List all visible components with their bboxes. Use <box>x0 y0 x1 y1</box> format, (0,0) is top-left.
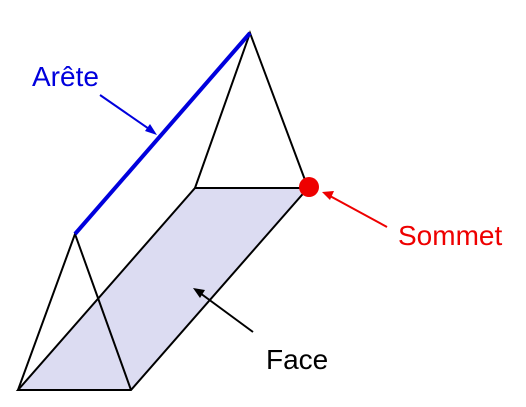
vertex-dot <box>299 177 319 197</box>
back-triangle-edges <box>194 30 309 189</box>
face-label: Face <box>266 344 329 375</box>
face-pointer-line <box>199 292 254 333</box>
vertex-pointer-arrowhead <box>322 191 334 200</box>
vertex-pointer-line <box>329 195 388 228</box>
edge-pointer-arrowhead <box>145 124 157 135</box>
highlighted-edge <box>73 31 252 236</box>
edge-pointer-line <box>99 94 153 132</box>
face-shaded <box>15 187 311 391</box>
edge-label: Arête <box>32 61 99 92</box>
vertex-label: Sommet <box>398 220 503 251</box>
face-pointer-arrowhead <box>193 288 205 298</box>
